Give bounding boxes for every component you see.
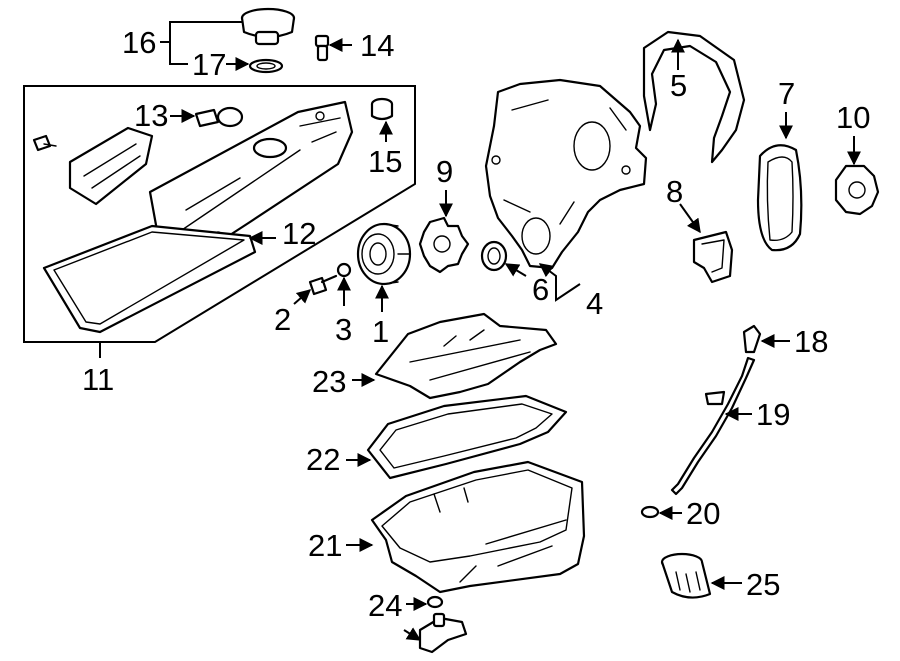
callout-19: 19 (756, 397, 790, 432)
oil-filter-part (660, 552, 712, 599)
callout-22: 22 (306, 442, 340, 477)
valve-cover-gasket-part (42, 224, 257, 334)
pcv-valve-part (194, 106, 244, 128)
drain-plug-washer-part (426, 595, 444, 609)
arrow-4 (538, 263, 581, 302)
oil-level-sensor-part (418, 612, 468, 654)
timing-cover-gasket-part (642, 30, 746, 164)
oil-deflector-part (374, 312, 558, 400)
arrow-2 (293, 289, 312, 305)
callout-13: 13 (134, 98, 168, 133)
valve-cover-group-box (23, 85, 416, 343)
dipstick-oring-part (640, 505, 660, 519)
dipstick-tube-part (670, 356, 756, 496)
oil-filler-cap-part (240, 7, 296, 46)
callout-3: 3 (335, 312, 352, 347)
crank-sprocket-part (418, 216, 470, 274)
grommet-part (370, 97, 394, 121)
callout-15: 15 (368, 144, 402, 179)
pulley-bolt-part (308, 274, 338, 296)
cover-bolt-part (32, 134, 57, 152)
oil-pan-gasket-part (366, 394, 568, 480)
timing-cover-part (484, 78, 648, 270)
callout-23: 23 (312, 364, 346, 399)
callout-5: 5 (670, 68, 687, 103)
oil-pan-part (370, 460, 586, 594)
callout-6: 6 (532, 272, 549, 307)
arrow-6 (504, 263, 527, 277)
timing-chain-part (756, 144, 803, 252)
callout-20: 20 (686, 496, 720, 531)
callout-9: 9 (436, 154, 453, 189)
sensor-part (314, 34, 330, 62)
callout-14: 14 (360, 28, 394, 63)
callout-4: 4 (586, 286, 603, 321)
callout-1: 1 (372, 314, 389, 349)
arrow-8 (679, 203, 701, 234)
callout-10: 10 (836, 100, 870, 135)
arrow-24b (403, 627, 422, 641)
callout-24: 24 (368, 588, 402, 623)
cap-seal-part (248, 58, 284, 74)
callout-12: 12 (282, 216, 316, 251)
front-seal-part (480, 240, 508, 272)
callout-18: 18 (794, 324, 828, 359)
callout-11: 11 (82, 362, 114, 397)
cam-sprocket-part (834, 164, 880, 216)
callout-25: 25 (746, 567, 780, 602)
callout-21: 21 (308, 528, 342, 563)
crankshaft-pulley-part (356, 222, 412, 286)
heat-shield-part (68, 126, 154, 206)
washer-part (336, 262, 352, 278)
callout-8: 8 (666, 174, 683, 209)
valve-cover-part (148, 100, 354, 264)
callout-7: 7 (778, 76, 795, 111)
callout-2: 2 (274, 302, 291, 337)
callout-17: 17 (192, 47, 226, 82)
chain-tensioner-part (692, 230, 734, 284)
callout-16: 16 (122, 25, 156, 60)
dipstick-handle-part (742, 324, 762, 354)
